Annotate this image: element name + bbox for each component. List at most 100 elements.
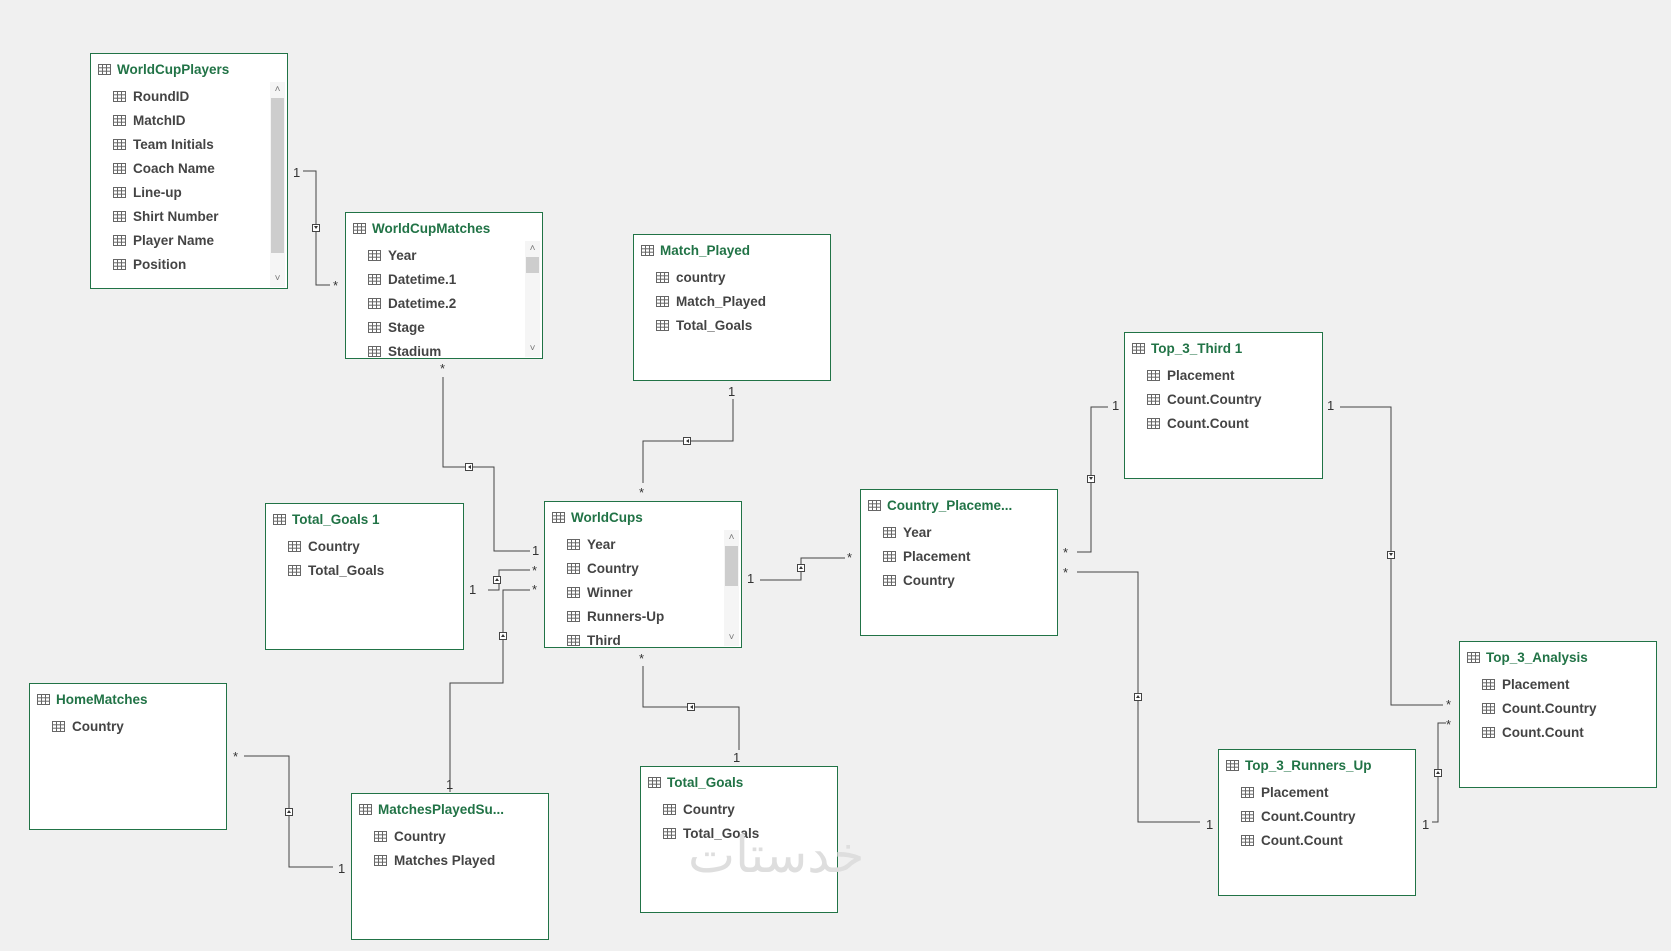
field-row[interactable]: Total_Goals: [634, 313, 830, 337]
table-header[interactable]: WorldCups: [545, 502, 741, 532]
vertical-scrollbar[interactable]: ˄˅: [724, 530, 739, 646]
field-row[interactable]: country: [634, 265, 830, 289]
field-row[interactable]: Country: [30, 714, 226, 738]
field-row[interactable]: Count.Country: [1125, 387, 1322, 411]
filter-direction-icon: [493, 576, 501, 584]
field-row[interactable]: Total_Goals: [266, 558, 463, 582]
field-row[interactable]: Count.Count: [1125, 411, 1322, 435]
field-list[interactable]: Country: [30, 714, 226, 738]
field-row[interactable]: Year: [861, 520, 1057, 544]
field-row[interactable]: Country: [861, 568, 1057, 592]
field-row[interactable]: Runners-Up: [545, 604, 741, 628]
field-row[interactable]: Winner: [545, 580, 741, 604]
column-icon: [113, 162, 126, 174]
field-row[interactable]: Coach Name: [91, 156, 287, 180]
column-icon: [567, 634, 580, 646]
field-row[interactable]: Placement: [861, 544, 1057, 568]
scroll-down-icon[interactable]: ˅: [274, 273, 281, 284]
column-icon: [113, 258, 126, 270]
table-header[interactable]: WorldCupPlayers: [91, 54, 287, 84]
field-label: RoundID: [133, 88, 190, 104]
scroll-thumb[interactable]: [725, 546, 738, 586]
table-header[interactable]: WorldCupMatches: [346, 213, 542, 243]
field-row[interactable]: Total_Goals: [641, 821, 837, 845]
table-header[interactable]: Total_Goals 1: [266, 504, 463, 534]
table-header[interactable]: Top_3_Analysis: [1460, 642, 1656, 672]
field-row[interactable]: Matches Played: [352, 848, 548, 872]
field-row[interactable]: Third: [545, 628, 741, 647]
field-row[interactable]: Placement: [1219, 780, 1415, 804]
field-row[interactable]: Stadium: [346, 339, 542, 358]
table-header[interactable]: Country_Placeme...: [861, 490, 1057, 520]
scroll-up-icon[interactable]: ˄: [274, 84, 281, 95]
table-icon: [359, 803, 372, 815]
field-row[interactable]: Datetime.1: [346, 267, 542, 291]
field-row[interactable]: Year: [545, 532, 741, 556]
field-row[interactable]: Count.Count: [1460, 720, 1656, 744]
field-row[interactable]: RoundID: [91, 84, 287, 108]
table-header[interactable]: Top_3_Runners_Up: [1219, 750, 1415, 780]
field-row[interactable]: Count.Count: [1219, 828, 1415, 852]
table-header[interactable]: Top_3_Third 1: [1125, 333, 1322, 363]
field-row[interactable]: Count.Country: [1219, 804, 1415, 828]
field-row[interactable]: Line-up: [91, 180, 287, 204]
field-row[interactable]: Country: [266, 534, 463, 558]
field-row[interactable]: Country: [641, 797, 837, 821]
table-header[interactable]: Match_Played: [634, 235, 830, 265]
field-row[interactable]: Team Initials: [91, 132, 287, 156]
field-row[interactable]: Shirt Number: [91, 204, 287, 228]
column-icon: [567, 586, 580, 598]
vertical-scrollbar[interactable]: ˄˅: [525, 241, 540, 357]
scroll-down-icon[interactable]: ˅: [529, 343, 536, 354]
field-row[interactable]: Placement: [1125, 363, 1322, 387]
scroll-down-icon[interactable]: ˅: [728, 632, 735, 643]
field-row[interactable]: Position: [91, 252, 287, 276]
table-title: Total_Goals: [667, 774, 744, 790]
field-row[interactable]: Stage: [346, 315, 542, 339]
field-row[interactable]: Placement: [1460, 672, 1656, 696]
field-row[interactable]: Country: [545, 556, 741, 580]
field-label: Count.Country: [1502, 700, 1597, 716]
table-header[interactable]: HomeMatches: [30, 684, 226, 714]
field-label: Country: [308, 538, 360, 554]
scroll-thumb[interactable]: [271, 98, 284, 253]
scroll-up-icon[interactable]: ˄: [728, 532, 735, 543]
field-row[interactable]: Match_Played: [634, 289, 830, 313]
scroll-thumb[interactable]: [526, 257, 539, 273]
table-header[interactable]: Total_Goals: [641, 767, 837, 797]
field-row[interactable]: Count.Country: [1460, 696, 1656, 720]
vertical-scrollbar[interactable]: ˄˅: [270, 82, 285, 287]
field-row[interactable]: MatchID: [91, 108, 287, 132]
field-label: Line-up: [133, 184, 182, 200]
field-row[interactable]: Year: [346, 243, 542, 267]
field-row[interactable]: Player Name: [91, 228, 287, 252]
table-header[interactable]: MatchesPlayedSu...: [352, 794, 548, 824]
field-row[interactable]: Country: [352, 824, 548, 848]
field-row[interactable]: Datetime.2: [346, 291, 542, 315]
scroll-up-icon[interactable]: ˄: [529, 243, 536, 254]
